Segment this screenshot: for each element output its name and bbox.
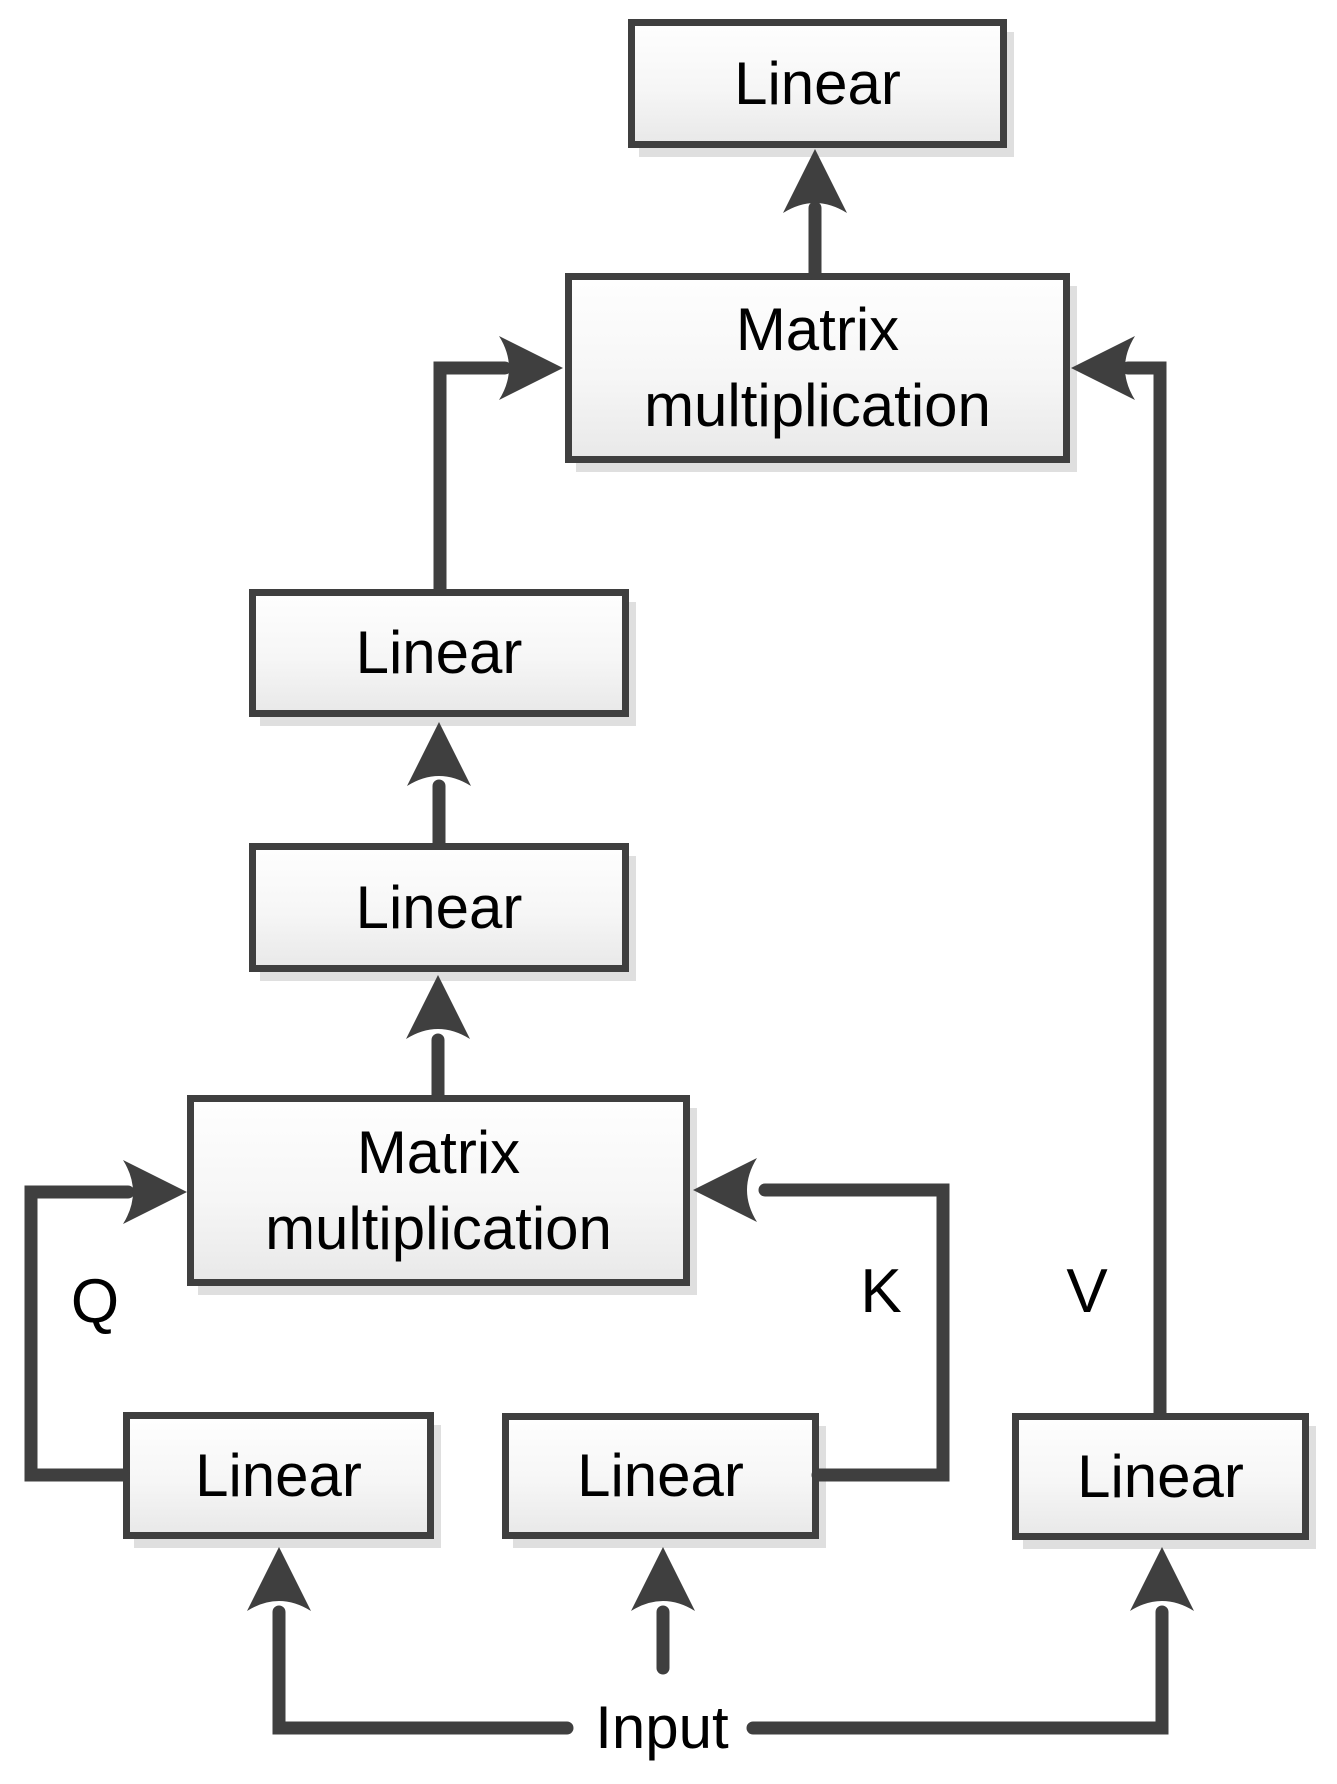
node-label: Linear bbox=[195, 1441, 362, 1509]
arrowhead-up bbox=[631, 1547, 695, 1611]
node-label: Linear bbox=[355, 619, 523, 687]
arrowhead-left bbox=[1071, 336, 1135, 400]
label-v: V bbox=[1066, 1256, 1108, 1326]
arrowhead-up bbox=[1130, 1547, 1194, 1611]
node-matmul-av: Matrix multiplication bbox=[565, 273, 1070, 463]
connector-input-left bbox=[272, 1605, 574, 1735]
label-input: Input bbox=[595, 1693, 729, 1761]
arrowhead-up bbox=[406, 975, 470, 1039]
arrowhead-right bbox=[123, 1160, 187, 1224]
node-label: Linear bbox=[1077, 1442, 1244, 1510]
node-matmul-qk: Matrix multiplication bbox=[187, 1095, 690, 1286]
arrowhead-up bbox=[783, 149, 847, 213]
node-linear-q: Linear bbox=[123, 1412, 434, 1539]
arrowhead-left bbox=[693, 1158, 757, 1222]
node-linear-lower: Linear bbox=[249, 843, 629, 972]
label-q: Q bbox=[70, 1266, 120, 1336]
node-label: Matrix multiplication bbox=[644, 296, 991, 439]
node-linear-upper: Linear bbox=[249, 589, 629, 717]
arrowhead-right bbox=[499, 336, 563, 400]
connector-input-right bbox=[746, 1605, 1169, 1735]
arrowhead-up bbox=[407, 722, 471, 786]
node-label: Matrix multiplication bbox=[265, 1118, 612, 1262]
node-label: Linear bbox=[734, 49, 901, 117]
arrowhead-up bbox=[247, 1547, 311, 1611]
node-label: Linear bbox=[355, 873, 523, 941]
node-linear-k: Linear bbox=[502, 1413, 819, 1539]
label-k: K bbox=[860, 1256, 902, 1326]
node-label: Linear bbox=[577, 1442, 744, 1510]
node-linear-v: Linear bbox=[1012, 1413, 1309, 1540]
node-linear-output: Linear bbox=[628, 19, 1007, 148]
connector-upper-to-matmul bbox=[433, 361, 512, 596]
